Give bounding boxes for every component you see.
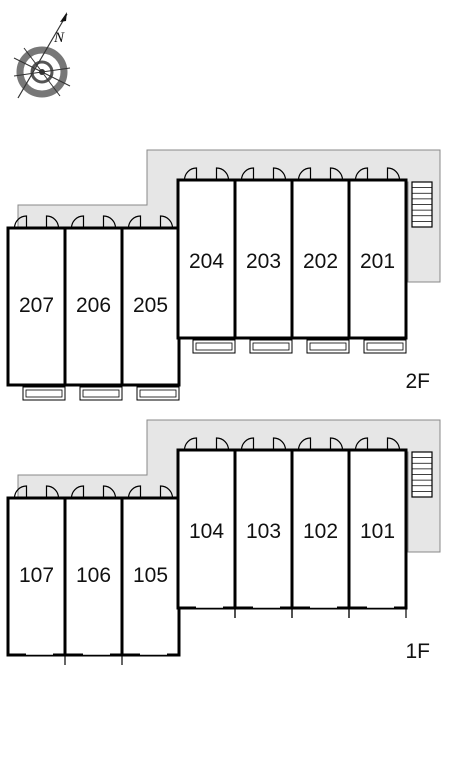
unit-room (6, 226, 67, 387)
balcony (136, 386, 180, 401)
door-swing-icon (272, 167, 287, 181)
unit-number-105: 105 (133, 564, 168, 587)
door-swing-icon (297, 167, 312, 181)
floor-plan-2f: 207 206 205 204 203 202 201 2F (6, 149, 441, 401)
door-swing-icon (70, 485, 85, 499)
unit-room (347, 448, 408, 610)
door-swing-icon (240, 167, 255, 181)
door-swing-icon (386, 437, 401, 451)
door-swing-icon (386, 167, 401, 181)
door-swing-icon (45, 485, 60, 499)
unit-number-207: 207 (19, 294, 54, 317)
door-swing-icon (183, 437, 198, 451)
door-swing-icon (329, 437, 344, 451)
door-swing-icon (127, 485, 142, 499)
unit-number-204: 204 (189, 250, 224, 273)
door-swing-icon (13, 485, 28, 499)
unit-room (176, 448, 237, 610)
balcony (192, 339, 236, 354)
unit-number-205: 205 (133, 294, 168, 317)
door-swing-icon (354, 437, 369, 451)
unit-room (347, 178, 408, 340)
door-swing-icon (13, 215, 28, 229)
unit-room (63, 226, 124, 387)
balcony (249, 339, 293, 354)
door-swing-icon (70, 215, 85, 229)
unit-room (120, 496, 181, 657)
balcony (363, 339, 407, 354)
unit-number-101: 101 (360, 520, 395, 543)
compass-north-label: N (53, 30, 65, 46)
unit-number-201: 201 (360, 250, 395, 273)
balcony-rail (25, 389, 63, 398)
door-swing-icon (354, 167, 369, 181)
door-swing-icon (272, 437, 287, 451)
balcony-rail (139, 389, 177, 398)
balcony-rail (309, 342, 347, 351)
door-swing-icon (102, 485, 117, 499)
unit-number-106: 106 (76, 564, 111, 587)
door-swing-icon (329, 167, 344, 181)
door-swing-icon (159, 485, 174, 499)
unit-number-104: 104 (189, 520, 224, 543)
balcony (79, 386, 123, 401)
unit-number-203: 203 (246, 250, 281, 273)
unit-number-202: 202 (303, 250, 338, 273)
door-swing-icon (240, 437, 255, 451)
balcony (22, 386, 66, 401)
unit-room (233, 178, 294, 340)
door-swing-icon (102, 215, 117, 229)
unit-number-102: 102 (303, 520, 338, 543)
compass-rose-icon: N (13, 12, 71, 99)
balcony-rail (195, 342, 233, 351)
balcony (306, 339, 350, 354)
floor-label-2f: 2F (405, 370, 430, 393)
balcony-rail (252, 342, 290, 351)
door-swing-icon (297, 437, 312, 451)
door-swing-icon (215, 437, 230, 451)
balcony-rail (366, 342, 404, 351)
unit-room (233, 448, 294, 610)
unit-room (290, 448, 351, 610)
door-swing-icon (127, 215, 142, 229)
door-swing-icon (215, 167, 230, 181)
balcony-rail (82, 389, 120, 398)
floor-label-1f: 1F (405, 640, 430, 663)
unit-room (6, 496, 67, 657)
unit-room (120, 226, 181, 387)
unit-number-206: 206 (76, 294, 111, 317)
unit-room (290, 178, 351, 340)
unit-room (63, 496, 124, 657)
unit-number-103: 103 (246, 520, 281, 543)
door-swing-icon (159, 215, 174, 229)
door-swing-icon (45, 215, 60, 229)
door-swing-icon (183, 167, 198, 181)
floor-plan-1f: 107 106 105 104 103 102 101 1F (6, 419, 441, 665)
unit-number-107: 107 (19, 564, 54, 587)
